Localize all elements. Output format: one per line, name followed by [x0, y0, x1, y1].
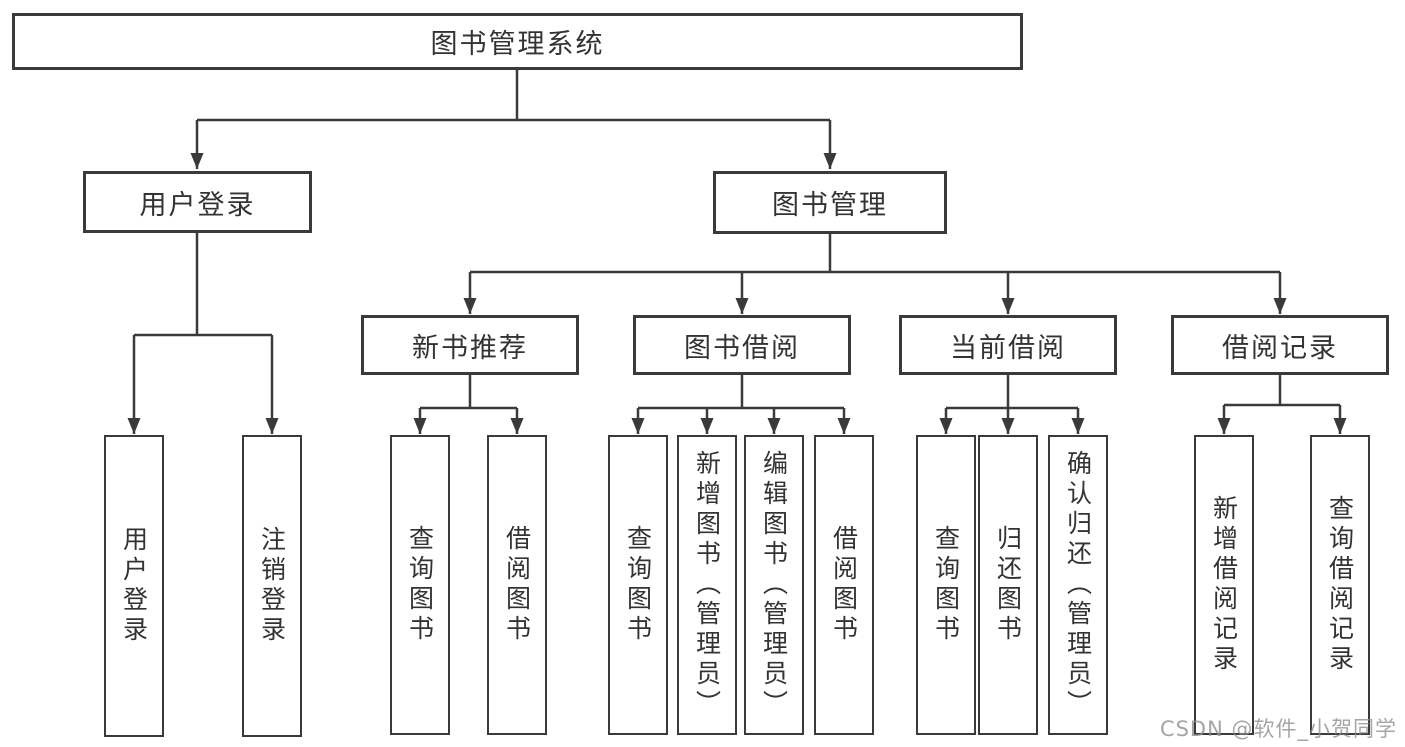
- node-label: 借阅记录: [1222, 332, 1338, 364]
- node-label: 用户登录: [139, 189, 256, 221]
- tree-edges: [132, 69, 1342, 434]
- leaf-return-books: 归还图书: [978, 435, 1038, 735]
- leaf-query-books-borrowing: 查询图书: [608, 435, 668, 735]
- leaf-label: 确认归还（管理员）: [1063, 450, 1093, 720]
- leaf-logout: 注销登录: [242, 435, 302, 737]
- leaf-user-login: 用户登录: [104, 435, 164, 737]
- leaf-label: 查询图书: [623, 525, 653, 645]
- leaf-label: 新增借阅记录: [1209, 495, 1239, 675]
- leaf-label: 注销登录: [257, 526, 287, 646]
- leaf-label: 查询图书: [931, 525, 961, 645]
- leaf-add-book-admin: 新增图书（管理员）: [677, 435, 737, 735]
- leaf-label: 借阅图书: [829, 525, 859, 645]
- leaf-edit-book-admin: 编辑图书（管理员）: [744, 435, 804, 735]
- node-library-system: 图书管理系统: [12, 13, 1023, 70]
- node-label: 图书借阅: [684, 332, 800, 364]
- leaf-borrow-books-recommend: 借阅图书: [487, 435, 547, 735]
- leaf-add-borrow-record: 新增借阅记录: [1194, 435, 1254, 735]
- leaf-label: 借阅图书: [502, 525, 532, 645]
- leaf-query-books-recommend: 查询图书: [390, 435, 450, 735]
- leaf-label: 新增图书（管理员）: [692, 450, 722, 720]
- leaf-confirm-return-admin: 确认归还（管理员）: [1048, 435, 1108, 735]
- node-new-book-recommend: 新书推荐: [361, 315, 579, 375]
- leaf-query-books-current: 查询图书: [916, 435, 976, 735]
- node-label: 当前借阅: [950, 332, 1066, 364]
- node-user-login-branch: 用户登录: [83, 171, 312, 233]
- leaf-label: 归还图书: [993, 525, 1023, 645]
- arrowheads: [127, 153, 1347, 434]
- node-label: 图书管理系统: [430, 29, 605, 60]
- leaf-query-borrow-record: 查询借阅记录: [1310, 435, 1370, 735]
- node-borrowing-records: 借阅记录: [1171, 315, 1389, 375]
- leaf-label: 编辑图书（管理员）: [759, 450, 789, 720]
- node-book-management: 图书管理: [713, 171, 947, 234]
- leaf-label: 用户登录: [119, 526, 149, 646]
- node-book-borrowing: 图书借阅: [633, 315, 851, 375]
- node-label: 图书管理: [772, 190, 888, 221]
- node-label: 新书推荐: [412, 332, 528, 364]
- watermark: CSDN @软件_小贺同学: [1159, 717, 1397, 741]
- leaf-label: 查询图书: [405, 525, 435, 645]
- leaf-label: 查询借阅记录: [1325, 495, 1355, 675]
- leaf-borrow-books-borrowing: 借阅图书: [814, 435, 874, 735]
- node-current-borrowing: 当前借阅: [899, 315, 1117, 375]
